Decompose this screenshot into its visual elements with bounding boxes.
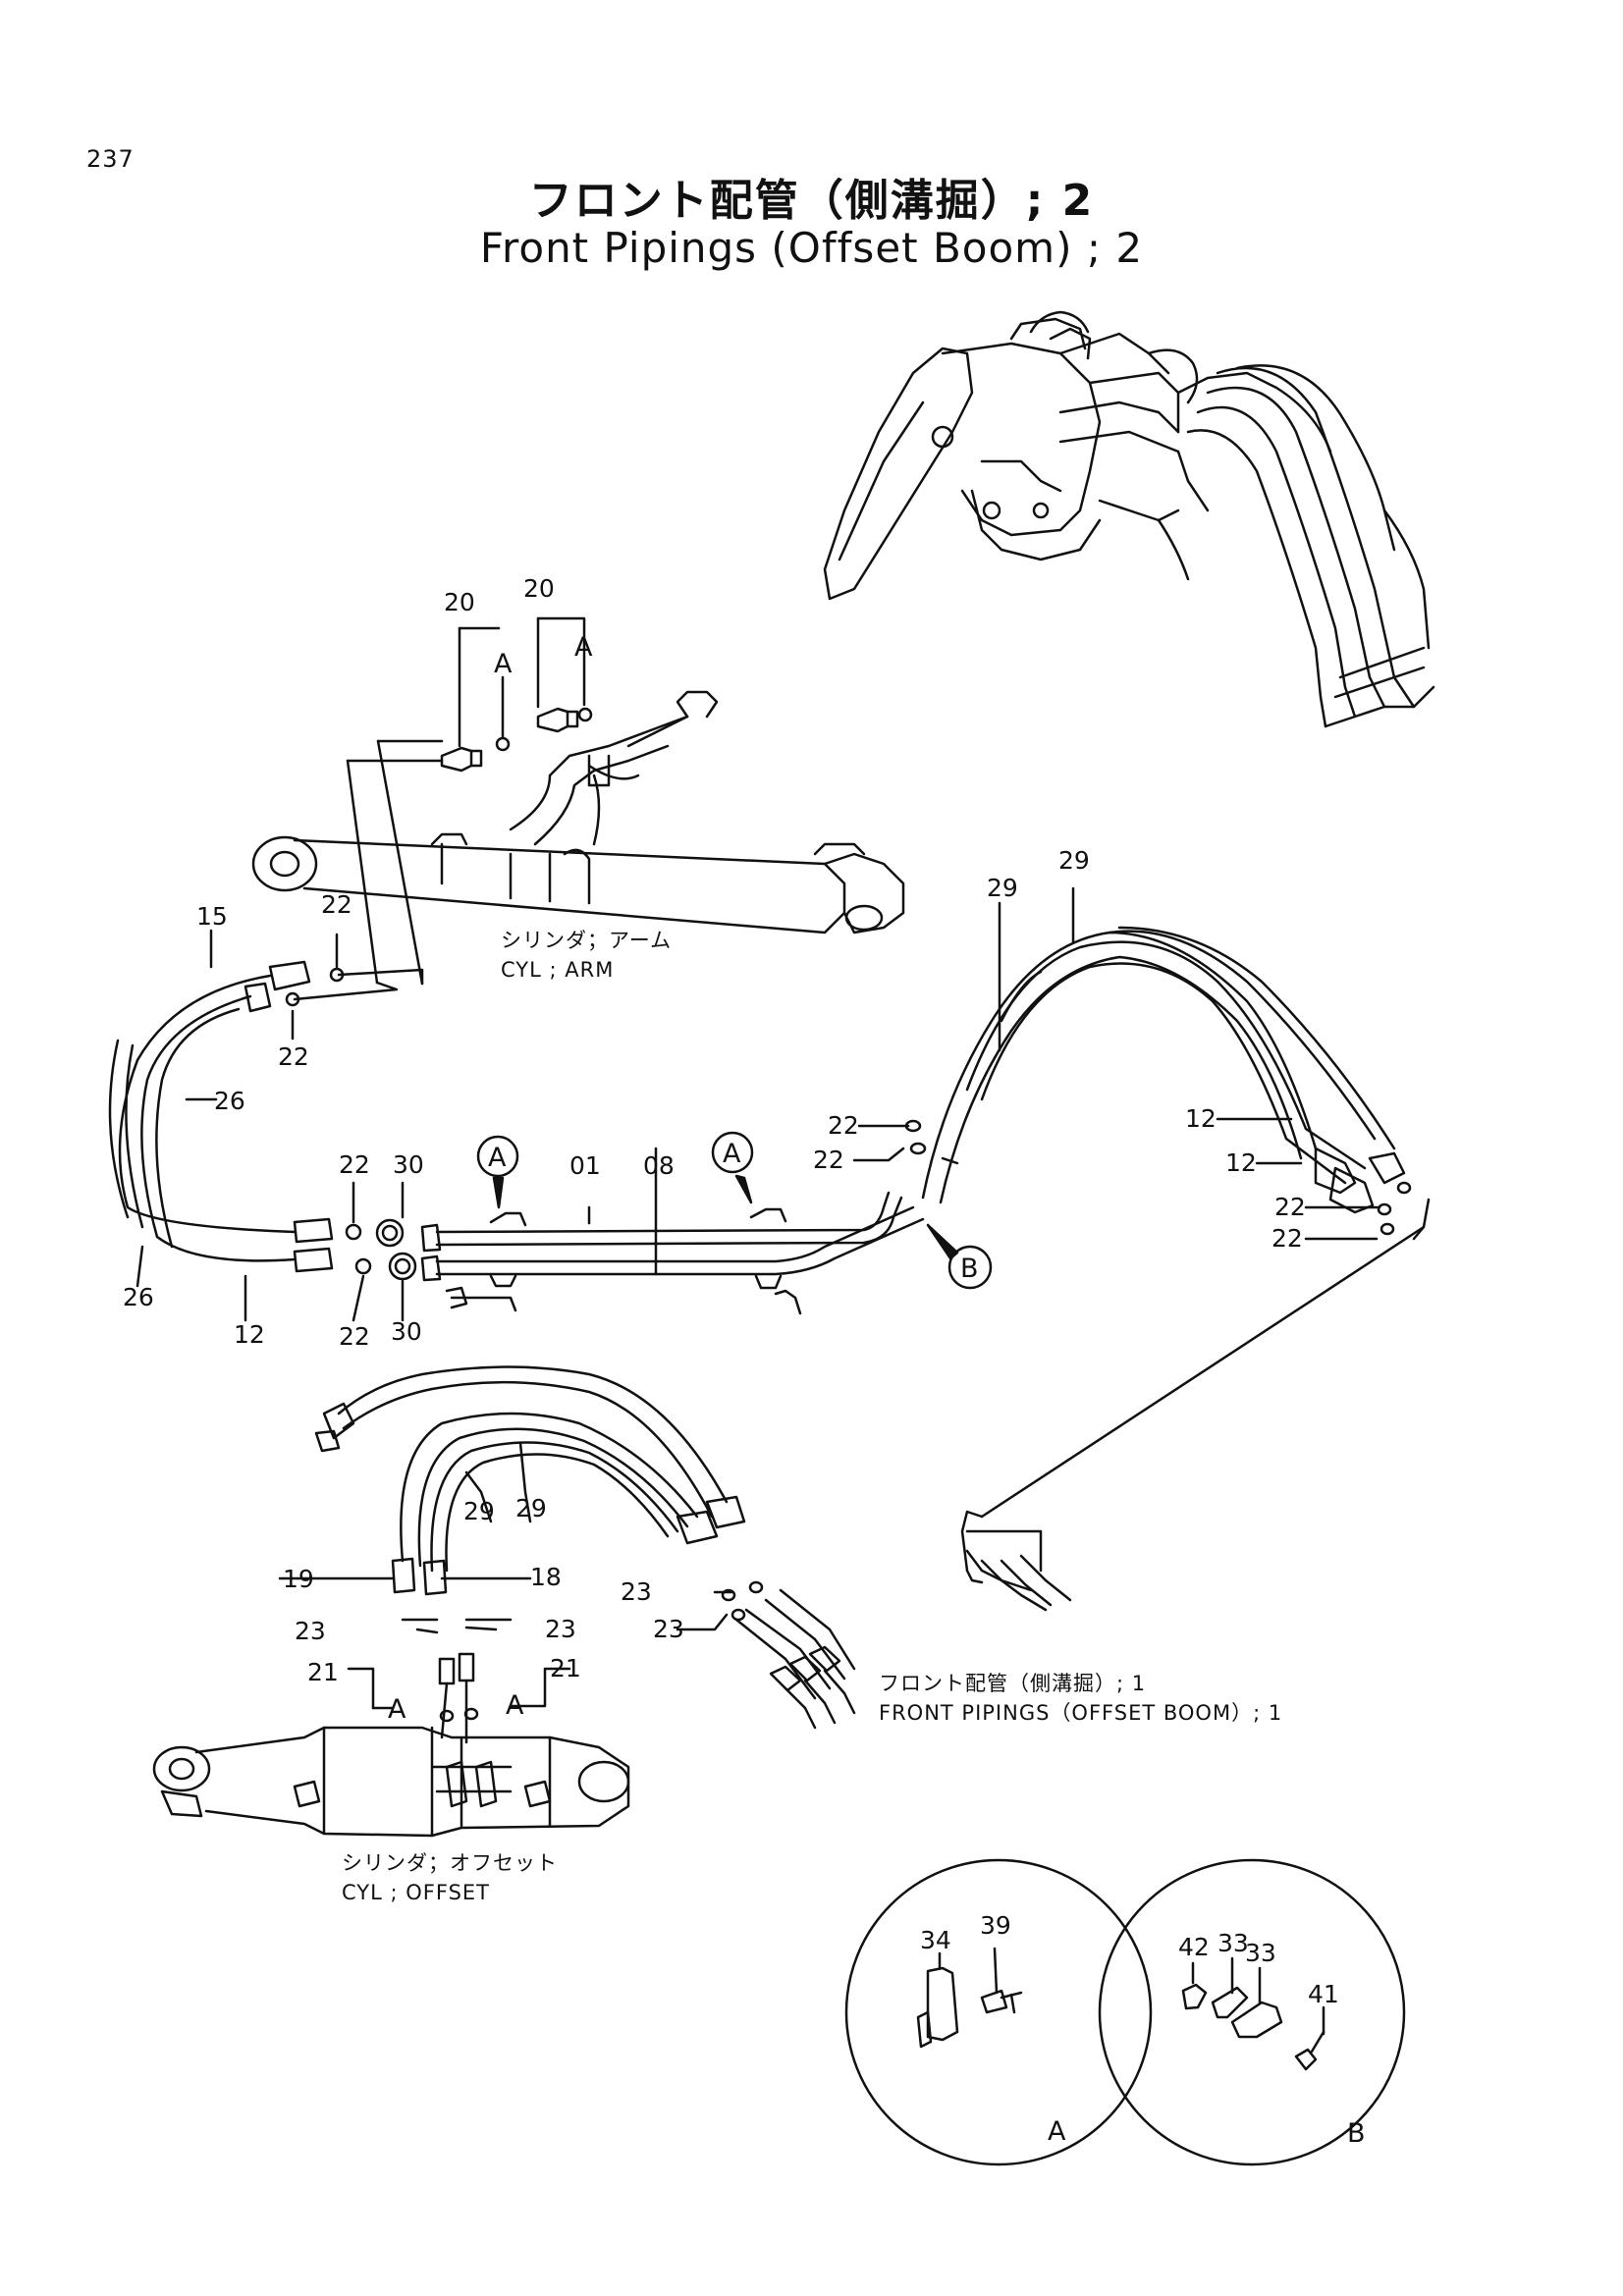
hoses-right — [852, 886, 1431, 1612]
caption-labels: シリンダ；アーム CYL ; ARM シリンダ；オフセット CYL ; OFFS… — [342, 929, 1282, 1904]
title-japanese: フロント配管（側溝掘）; 2 — [528, 176, 1095, 226]
caption-cyl-offset-jp: シリンダ；オフセット — [342, 1851, 558, 1875]
label-08: 08 — [643, 1151, 675, 1180]
label-22: 22 — [1271, 1224, 1303, 1253]
offset-cylinder-drawing — [152, 1618, 630, 1838]
label-23: 23 — [653, 1615, 684, 1643]
ref-label-a: A — [1048, 2116, 1066, 2147]
label-21: 21 — [307, 1658, 339, 1686]
label-23: 23 — [545, 1615, 576, 1643]
ref-markers-a — [476, 1131, 993, 1290]
caption-front1-en: FRONT PIPINGS（OFFSET BOOM）; 1 — [879, 1701, 1282, 1725]
label-22: 22 — [339, 1322, 370, 1351]
label-29: 29 — [987, 874, 1018, 902]
caption-cyl-arm-jp: シリンダ；アーム — [501, 929, 672, 952]
label-42: 42 — [1178, 1933, 1210, 1961]
ref-label-a: A — [488, 1143, 507, 1173]
caption-front1-jp: フロント配管（側溝掘）; 1 — [879, 1672, 1146, 1695]
ref-label-a: A — [388, 1694, 406, 1725]
title-english: Front Pipings (Offset Boom) ; 2 — [479, 224, 1144, 272]
hoses-left — [108, 929, 417, 1322]
hoses-offset — [278, 1365, 856, 1730]
label-15: 15 — [196, 902, 228, 931]
label-29: 29 — [463, 1497, 495, 1525]
label-22: 22 — [1274, 1193, 1306, 1221]
ref-label-a: A — [723, 1139, 741, 1169]
arm-cylinder-fittings — [285, 616, 593, 1041]
ref-label-b: B — [960, 1254, 979, 1284]
label-22: 22 — [813, 1146, 844, 1174]
label-22: 22 — [828, 1111, 859, 1140]
machine-overview-drawing — [823, 310, 1435, 728]
label-20: 20 — [444, 588, 475, 616]
label-23: 23 — [621, 1577, 652, 1606]
label-34: 34 — [920, 1926, 951, 1954]
label-23: 23 — [295, 1617, 326, 1645]
part-number-labels: 20 20 A A 15 22 22 26 26 12 22 30 22 30 … — [123, 574, 1366, 2149]
caption-cyl-arm-en: CYL ; ARM — [501, 958, 614, 982]
detail-circle-a — [844, 1858, 1153, 2166]
label-19: 19 — [283, 1565, 314, 1593]
label-12: 12 — [234, 1320, 265, 1349]
label-21: 21 — [550, 1654, 581, 1682]
ref-label-a: A — [506, 1690, 524, 1721]
label-01: 01 — [569, 1151, 601, 1180]
label-39: 39 — [980, 1911, 1011, 1940]
label-33: 33 — [1217, 1929, 1249, 1957]
label-41: 41 — [1308, 1980, 1339, 2008]
label-26: 26 — [123, 1283, 154, 1311]
ref-label-a: A — [574, 632, 593, 663]
detail-circle-b — [1098, 1858, 1406, 2166]
arm-cylinder-drawing — [251, 690, 905, 934]
label-29: 29 — [1058, 846, 1090, 875]
label-22: 22 — [278, 1042, 309, 1071]
label-33: 33 — [1245, 1939, 1276, 1967]
label-29: 29 — [515, 1494, 547, 1522]
label-26: 26 — [214, 1087, 245, 1115]
label-22: 22 — [321, 890, 352, 919]
ref-label-a: A — [494, 649, 513, 679]
label-18: 18 — [530, 1563, 562, 1591]
caption-cyl-offset-en: CYL ; OFFSET — [342, 1881, 490, 1904]
steel-pipes-01-08 — [420, 1147, 925, 1315]
ref-label-b: B — [1347, 2118, 1366, 2149]
page-number: 237 — [86, 145, 135, 173]
label-12: 12 — [1225, 1148, 1257, 1177]
label-12: 12 — [1185, 1104, 1217, 1133]
label-30: 30 — [393, 1150, 424, 1179]
label-20: 20 — [523, 574, 555, 603]
label-22: 22 — [339, 1150, 370, 1179]
label-30: 30 — [391, 1317, 422, 1346]
